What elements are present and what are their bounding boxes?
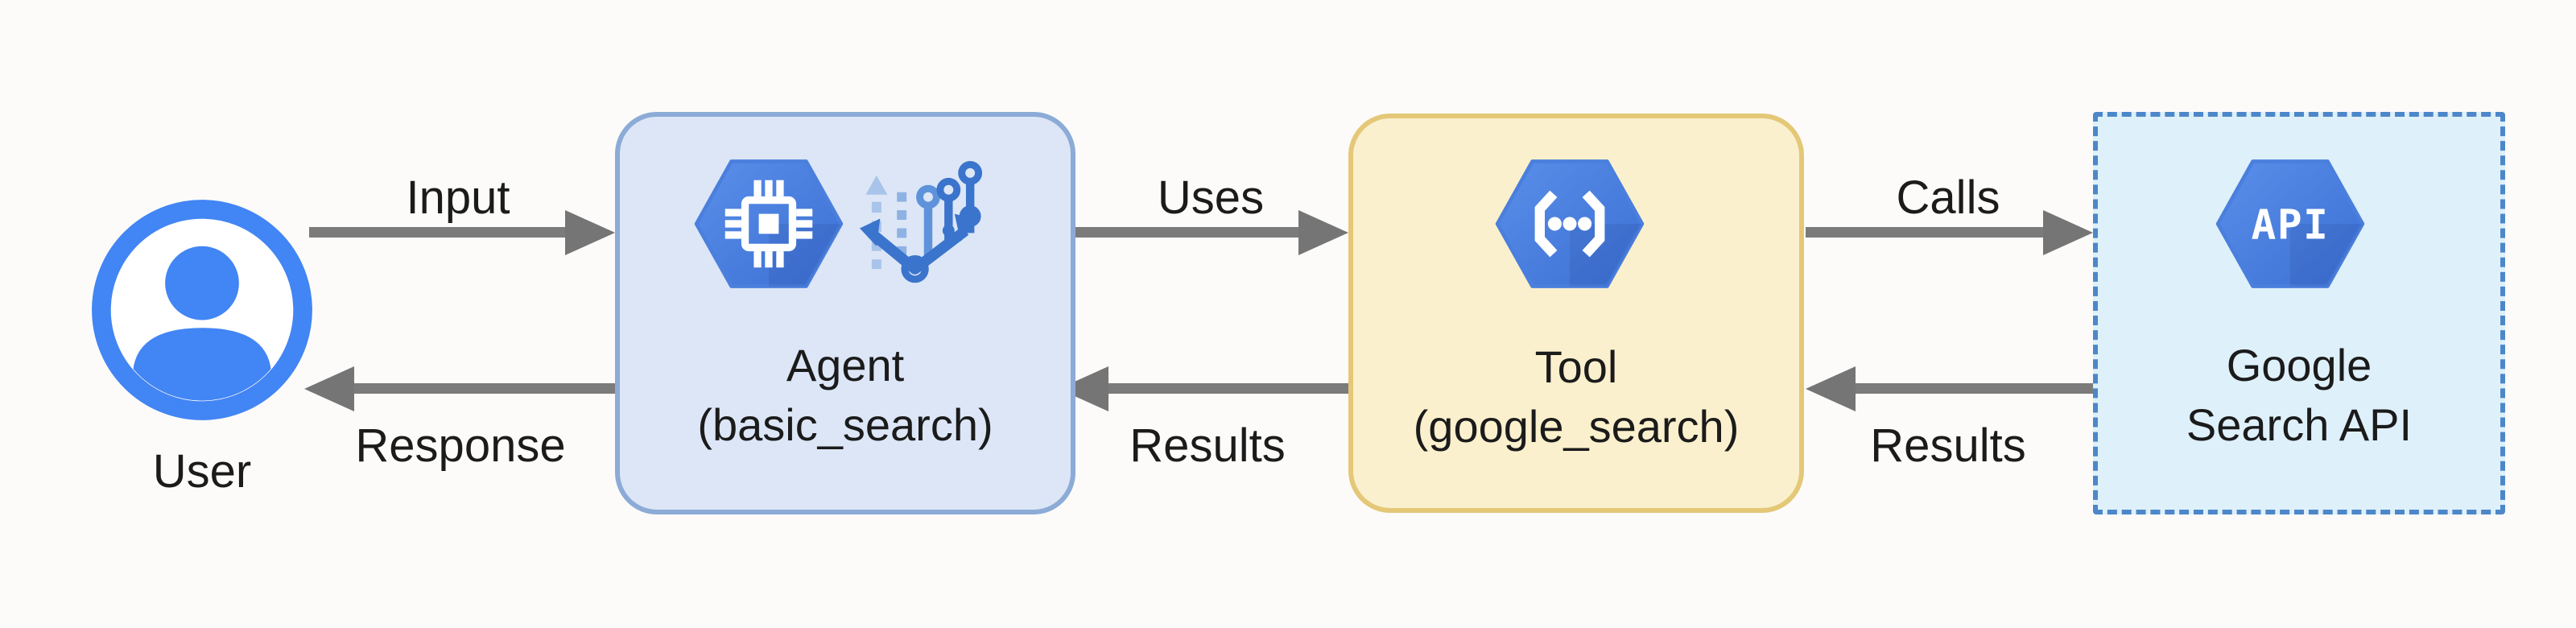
uses-arrow-line [1075, 227, 1298, 238]
branch-tree-icon [860, 160, 983, 283]
tool-node: Tool (google_search) [1348, 114, 1804, 513]
input-arrowhead-icon [565, 210, 615, 255]
agent-node: Agent (basic_search) [615, 112, 1075, 514]
calls-arrow-line [1806, 227, 2043, 238]
api-subtitle: Search API [2186, 399, 2413, 450]
edge-label-results-api-to-tool: Results [1870, 419, 2026, 472]
api-title: Google [2226, 340, 2372, 390]
tool-title: Tool [1534, 341, 1618, 392]
calls-arrowhead-icon [2043, 210, 2093, 255]
results-api-to-tool-arrow-line [1856, 383, 2095, 394]
user-label: User [152, 445, 252, 498]
edge-label-response: Response [355, 419, 566, 472]
edge-label-input: Input [406, 171, 510, 224]
edge-label-results-tool-to-agent: Results [1129, 419, 1286, 472]
edge-label-uses: Uses [1157, 171, 1265, 224]
input-arrow-line [309, 227, 565, 238]
google-search-api-node: API Google Search API [2093, 112, 2505, 514]
api-glyph-text: API [2251, 202, 2329, 250]
agent-title: Agent [786, 340, 905, 390]
uses-arrowhead-icon [1298, 210, 1348, 255]
results-tool-to-agent-arrow-line [1108, 383, 1348, 394]
results-api-to-tool-arrowhead-icon [1806, 366, 1856, 411]
tool-subtitle: (google_search) [1413, 401, 1740, 452]
agent-subtitle: (basic_search) [697, 399, 993, 450]
api-hexagon-icon: API [2215, 159, 2365, 288]
cloud-functions-hexagon-icon [1495, 159, 1645, 288]
response-arrowhead-icon [304, 366, 354, 411]
compute-engine-hexagon-icon [694, 159, 844, 288]
edge-label-calls: Calls [1896, 171, 2000, 224]
user-icon [92, 200, 312, 420]
response-arrow-line [354, 383, 617, 394]
